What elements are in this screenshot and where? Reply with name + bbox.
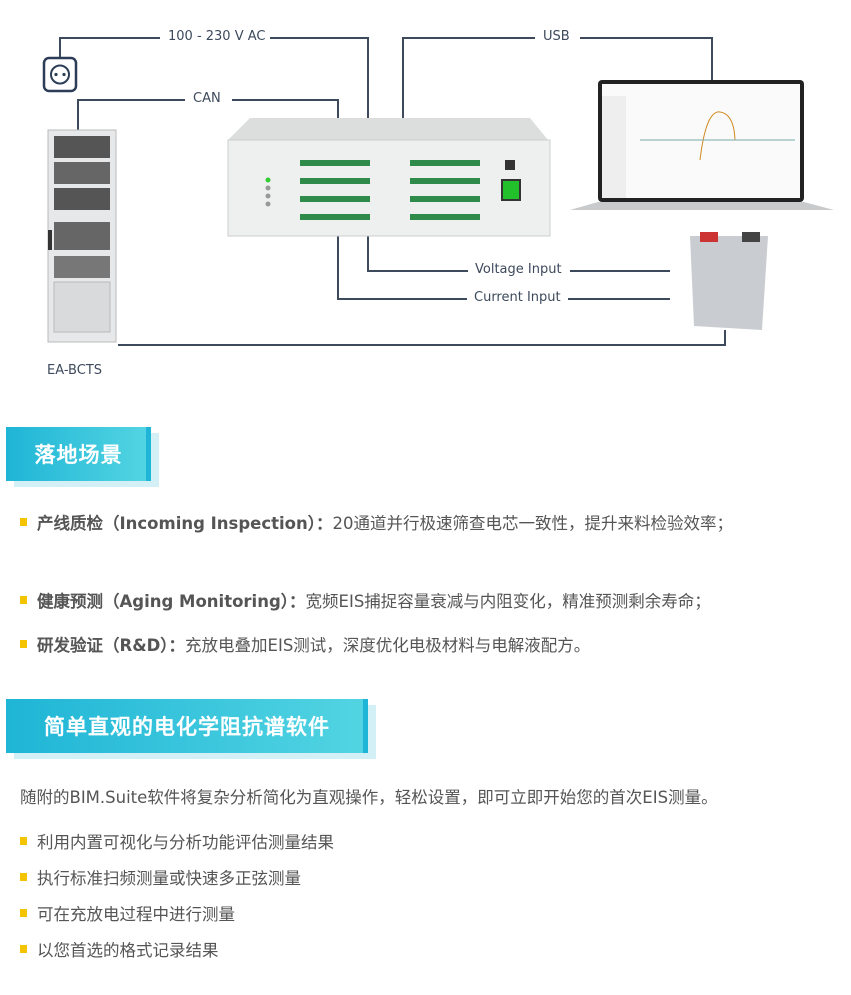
can-line bbox=[77, 99, 339, 130]
bullet-icon bbox=[20, 518, 27, 526]
list-item: 健康预测（Aging Monitoring）： 宽频EIS捕捉容量衰减与内阻变化… bbox=[20, 588, 711, 612]
item-label: 研发验证（R&D）： bbox=[37, 636, 186, 655]
section-title: 落地场景 bbox=[34, 443, 123, 467]
bullet-icon bbox=[20, 909, 27, 917]
current-line bbox=[337, 236, 670, 300]
bullet-icon bbox=[20, 945, 27, 953]
bullet-icon bbox=[20, 596, 27, 604]
list-item: 利用内置可视化与分析功能评估测量结果 bbox=[20, 829, 334, 853]
voltage-input-label: Voltage Input bbox=[472, 262, 565, 277]
battery-cell-image bbox=[690, 232, 768, 330]
power-label: 100 - 230 V AC bbox=[165, 29, 269, 44]
list-item: 产线质检（Incoming Inspection）： 20通道并行极速筛查电芯一… bbox=[20, 510, 733, 534]
item-text: 宽频EIS捕捉容量衰减与内阻变化，精准预测剩余寿命； bbox=[305, 592, 711, 611]
list-item: 以您首选的格式记录结果 bbox=[20, 937, 219, 961]
ea-bcts-cabinet-image bbox=[47, 129, 117, 343]
item-text: 20通道并行极速筛查电芯一致性，提升来料检验效率； bbox=[332, 514, 734, 533]
connection-diagram bbox=[42, 37, 834, 346]
item-text: 充放电叠加EIS测试，深度优化电极材料与电解液配方。 bbox=[185, 636, 591, 655]
voltage-line bbox=[367, 236, 670, 272]
section-banner-software: 简单直观的电化学阻抗谱软件 bbox=[6, 699, 376, 759]
power-socket-icon bbox=[42, 56, 78, 93]
item-label: 健康预测（Aging Monitoring）： bbox=[37, 592, 306, 611]
item-text: 以您首选的格式记录结果 bbox=[37, 941, 219, 960]
section-banner-scenarios: 落地场景 bbox=[6, 427, 159, 487]
bullet-icon bbox=[20, 873, 27, 881]
eis-device-image bbox=[227, 118, 551, 237]
item-label: 产线质检（Incoming Inspection）： bbox=[37, 514, 333, 533]
current-input-label: Current Input bbox=[471, 290, 564, 305]
bullet-icon bbox=[20, 837, 27, 845]
bullet-icon bbox=[20, 640, 27, 648]
software-intro: 随附的BIM.Suite软件将复杂分析简化为直观操作，轻松设置，即可立即开始您的… bbox=[20, 788, 718, 807]
list-item: 研发验证（R&D）： 充放电叠加EIS测试，深度优化电极材料与电解液配方。 bbox=[20, 632, 590, 656]
usb-line bbox=[402, 37, 713, 120]
bcts-battery-line bbox=[118, 330, 726, 346]
item-text: 执行标准扫频测量或快速多正弦测量 bbox=[37, 869, 301, 888]
power-line bbox=[59, 37, 369, 120]
item-text: 可在充放电过程中进行测量 bbox=[37, 905, 235, 924]
item-text: 利用内置可视化与分析功能评估测量结果 bbox=[37, 833, 334, 852]
laptop-software-image bbox=[570, 80, 834, 210]
usb-label: USB bbox=[540, 29, 573, 44]
section-title: 简单直观的电化学阻抗谱软件 bbox=[44, 715, 330, 739]
ea-bcts-label: EA-BCTS bbox=[44, 363, 106, 378]
list-item: 可在充放电过程中进行测量 bbox=[20, 901, 235, 925]
list-item: 执行标准扫频测量或快速多正弦测量 bbox=[20, 865, 301, 889]
can-label: CAN bbox=[190, 91, 224, 106]
